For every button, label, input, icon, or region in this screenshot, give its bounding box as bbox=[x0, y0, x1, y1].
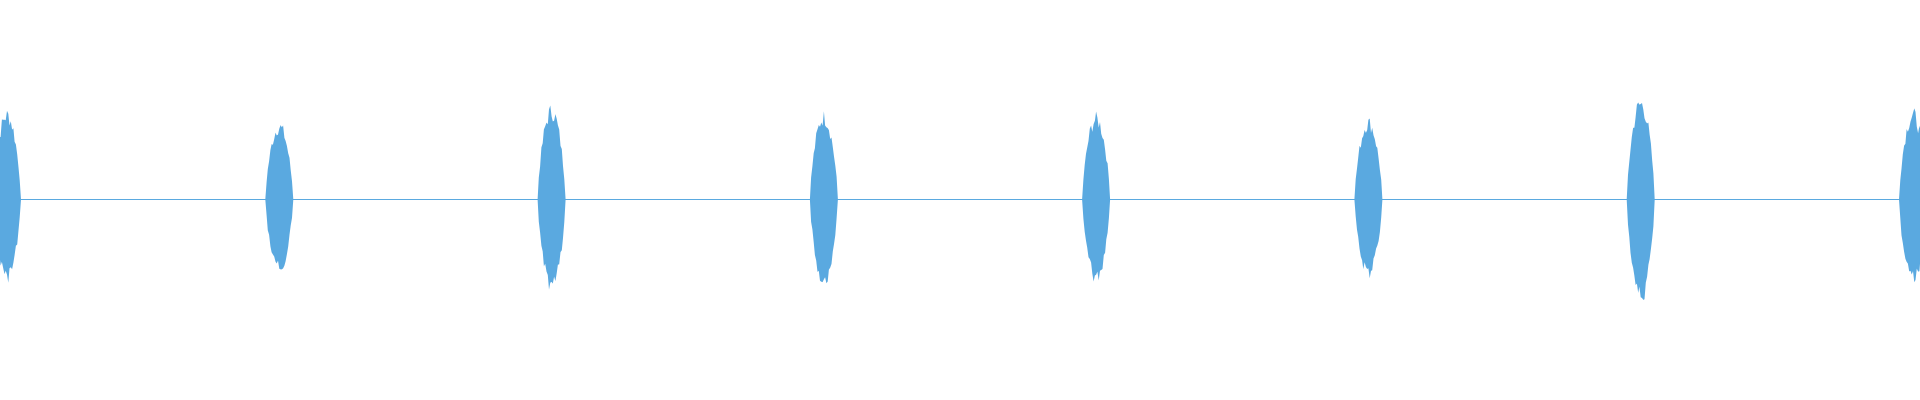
waveform-burst-6 bbox=[1354, 118, 1383, 279]
waveform-burst-7 bbox=[1626, 102, 1655, 300]
waveform-bursts bbox=[0, 102, 1920, 300]
waveform-burst-1 bbox=[0, 110, 21, 283]
waveform-burst-5 bbox=[1082, 111, 1111, 282]
waveform-burst-8 bbox=[1899, 108, 1920, 283]
waveform-burst-4 bbox=[809, 111, 838, 284]
waveform-burst-3 bbox=[537, 105, 566, 290]
waveform-burst-2 bbox=[265, 125, 294, 270]
